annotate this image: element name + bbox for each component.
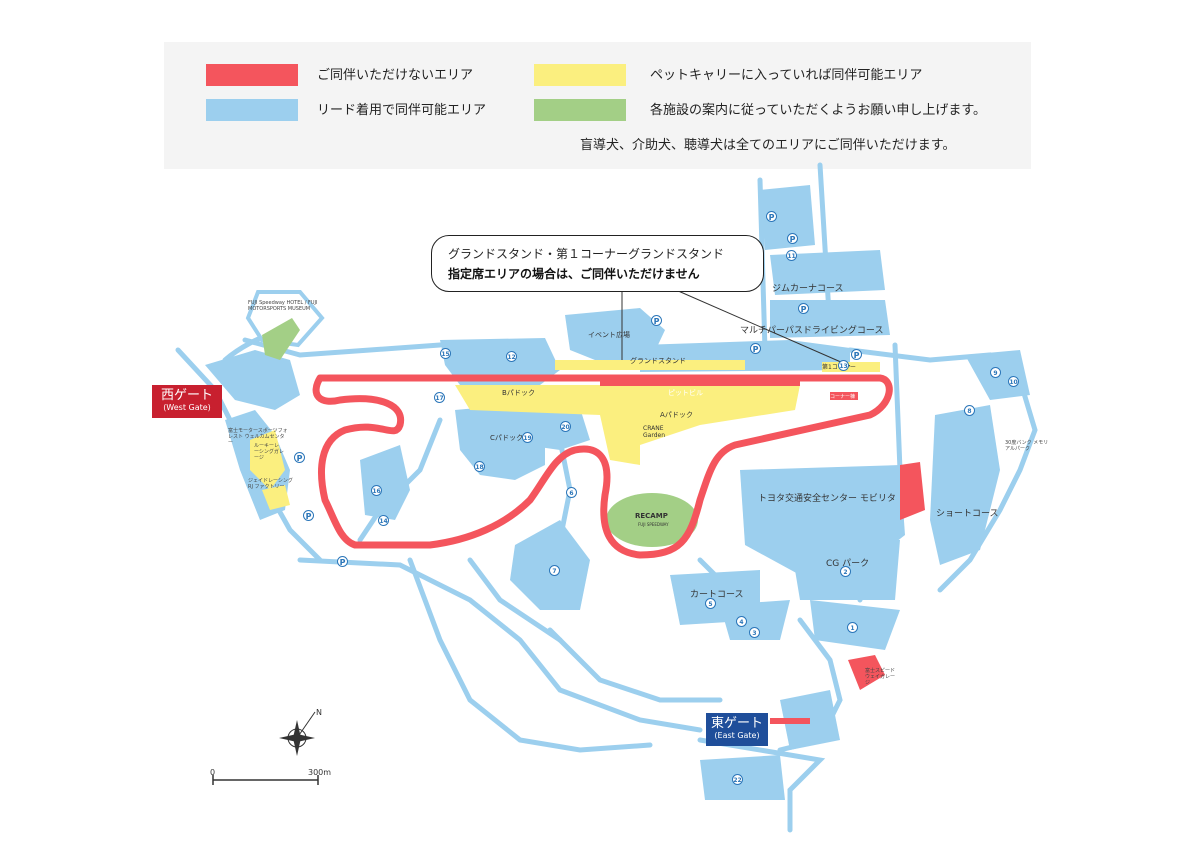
parking-p-8: P: [303, 510, 314, 521]
legend-green-text: 各施設の案内に従っていただくようお願い申し上げます。: [650, 103, 987, 118]
b-paddock-label: Bパドック: [502, 389, 536, 397]
legend-swatch-red: [206, 64, 298, 86]
legend-panel: ご同伴いただけないエリア ペットキャリーに入っていれば同伴可能エリア リード着用…: [164, 42, 1031, 169]
parking-num-12: 12: [506, 351, 517, 362]
factory-label: ジェイドレーシング RJ ファクトリー: [248, 478, 293, 490]
legend-yellow-text: ペットキャリーに入っていれば同伴可能エリア: [650, 68, 923, 83]
scale-end-label: 300m: [308, 768, 332, 777]
parking-num-6: 6: [566, 487, 577, 498]
a-paddock-label: Aパドック: [660, 411, 693, 419]
crane-garden-label: CRANE Garden: [643, 425, 665, 439]
parking-num-18: 18: [474, 461, 485, 472]
parking-p-3: P: [798, 303, 809, 314]
parking-num-8: 8: [964, 405, 975, 416]
parking-num-10: 10: [1008, 376, 1019, 387]
east-gate-sub: (East Gate): [714, 731, 760, 740]
callout-line2: 指定席エリアの場合は、ご同伴いただけません: [448, 267, 700, 281]
parking-num-17: 17: [434, 392, 445, 403]
parking-num-16: 16: [371, 485, 382, 496]
parking-num-3: 3: [749, 627, 760, 638]
parking-num-14: 14: [378, 515, 389, 526]
gymkhana-label: ジムカーナコース: [772, 284, 844, 294]
parking-num-5: 5: [705, 598, 716, 609]
west-gate-label: 西ゲート: [160, 388, 213, 403]
scale-bar: [212, 775, 319, 785]
grandstand-callout: グランドスタンド・第１コーナーグランドスタンド 指定席エリアの場合は、ご同伴いた…: [431, 235, 764, 292]
parking-p-1: P: [766, 211, 777, 222]
parking-p-4: P: [651, 315, 662, 326]
parking-p-9: P: [337, 556, 348, 567]
race-track: [312, 374, 893, 559]
cg-park-label: CG パーク: [826, 559, 870, 569]
pit-building-label: ピットビル: [668, 389, 703, 397]
parking-num-9: 9: [990, 367, 1001, 378]
multi-purpose-label: マルチパーパスドライビングコース: [740, 326, 884, 336]
parking-num-19: 19: [522, 432, 533, 443]
event-plaza-label: イベント広場: [588, 331, 630, 339]
callout-line1: グランドスタンド・第１コーナーグランドスタンド: [448, 247, 725, 261]
parking-num-20: 20: [560, 421, 571, 432]
kart-course-label: カートコース: [690, 590, 744, 600]
rookie-garage-label: ルーキーレーシングガレージ: [254, 443, 284, 461]
garage-label: 富士スピードウェイガレージ: [865, 668, 896, 686]
c-paddock-label: Cパドック: [490, 434, 524, 442]
north-arrow-icon: [279, 711, 316, 756]
parking-num-4: 4: [736, 616, 747, 627]
parking-num-2: 2: [840, 566, 851, 577]
short-course-label: ショートコース: [936, 509, 999, 519]
legend-red-text: ご同伴いただけないエリア: [317, 68, 474, 83]
memorial-park-label: 30度バンク メモリアルパーク: [1005, 440, 1049, 452]
west-gate-badge: 西ゲート (West Gate): [152, 385, 222, 418]
parking-p-7: P: [294, 452, 305, 463]
recamp-label: RECAMP: [635, 512, 668, 520]
scale-start-label: 0: [210, 768, 216, 777]
recamp-area: [606, 493, 698, 547]
east-gate-label: 東ゲート: [710, 716, 763, 731]
parking-num-15: 15: [440, 348, 451, 359]
hotel-label: FUJI Speedway HOTEL / FUJI MOTORSPORTS M…: [248, 300, 318, 312]
corner-building-label: コーナー棟: [830, 394, 856, 400]
parking-num-7: 7: [549, 565, 560, 576]
legend-blue-text: リード着用で同伴可能エリア: [317, 103, 487, 118]
parking-num-1: 1: [847, 622, 858, 633]
parking-num-22: 22: [732, 774, 743, 785]
north-label: N: [316, 708, 322, 717]
parking-p-2: P: [787, 233, 798, 244]
grandstand-label: グランドスタンド: [630, 357, 686, 365]
legend-swatch-green: [534, 99, 626, 121]
parking-num-11: 11: [786, 250, 797, 261]
toyota-center-label: トヨタ交通安全センター モビリタ: [758, 494, 896, 504]
welcome-center-label: 富士モータースポーツフォレスト ウェルカムセンター: [228, 428, 288, 446]
east-gate-badge: 東ゲート (East Gate): [706, 713, 768, 746]
parking-p-5: P: [750, 343, 761, 354]
parking-num-13: 13: [838, 360, 849, 371]
legend-swatch-blue: [206, 99, 298, 121]
recamp-sub-label: FUJI SPEEDWAY: [638, 522, 669, 527]
parking-p-6: P: [851, 349, 862, 360]
legend-note: 盲導犬、介助犬、聴導犬は全てのエリアにご同伴いただけます。: [580, 138, 956, 153]
legend-swatch-yellow: [534, 64, 626, 86]
west-gate-sub: (West Gate): [163, 403, 211, 412]
